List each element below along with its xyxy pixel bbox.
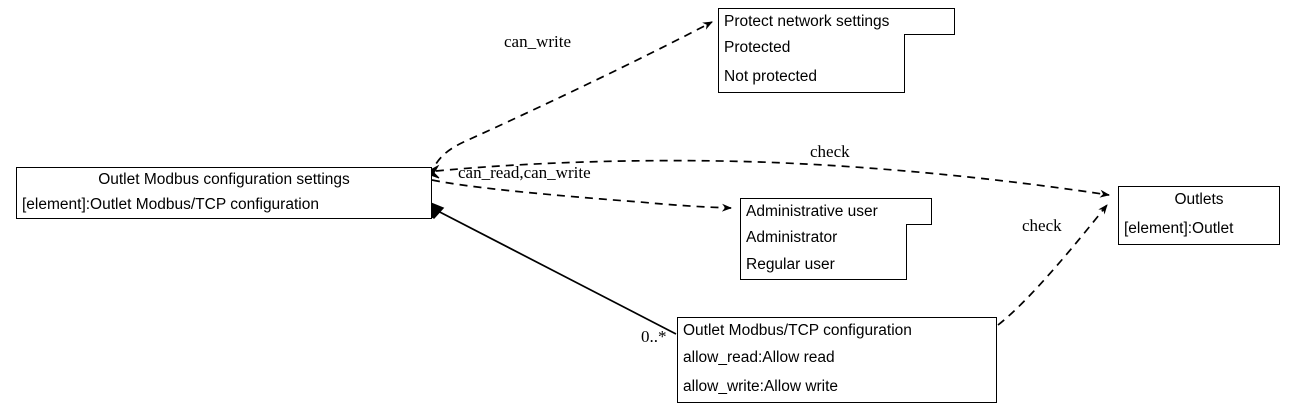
node-attribute-row: Administrator — [740, 224, 907, 252]
node-title: Protect network settings — [718, 8, 955, 35]
node-attribute-row: [element]:Outlet — [1118, 213, 1280, 245]
edge-can-read-can-write-line — [431, 179, 732, 212]
edge-check-settings-outlets-line — [435, 159, 1110, 198]
node-attribute-row: [element]:Outlet Modbus/TCP configuratio… — [16, 192, 432, 219]
node-attribute-row: Protected — [718, 34, 905, 62]
edge-label-can-write: can_write — [504, 32, 572, 51]
node-title: Administrative user — [740, 198, 932, 225]
node-attribute-row: Regular user — [740, 251, 907, 280]
node-title: Outlets — [1118, 186, 1280, 214]
node-title: Outlet Modbus/TCP configuration — [677, 317, 997, 345]
node-attribute-row: allow_write:Allow write — [677, 372, 997, 403]
node-attribute-row: allow_read:Allow read — [677, 344, 997, 373]
edge-label-can-read-can-write: can_read,can_write — [458, 163, 591, 182]
edge-label-check-settings-outlets: check — [810, 142, 850, 161]
edge-label-check-config-outlets: check — [1022, 216, 1062, 235]
node-attribute-row: Not protected — [718, 61, 905, 93]
edge-composition-line — [431, 207, 677, 335]
edge-check-config-outlets-line — [997, 204, 1108, 326]
edge-can-write-line — [429, 21, 713, 177]
node-title: Outlet Modbus configuration settings — [16, 167, 432, 193]
edge-label-composition-multiplicity: 0..* — [641, 327, 667, 346]
